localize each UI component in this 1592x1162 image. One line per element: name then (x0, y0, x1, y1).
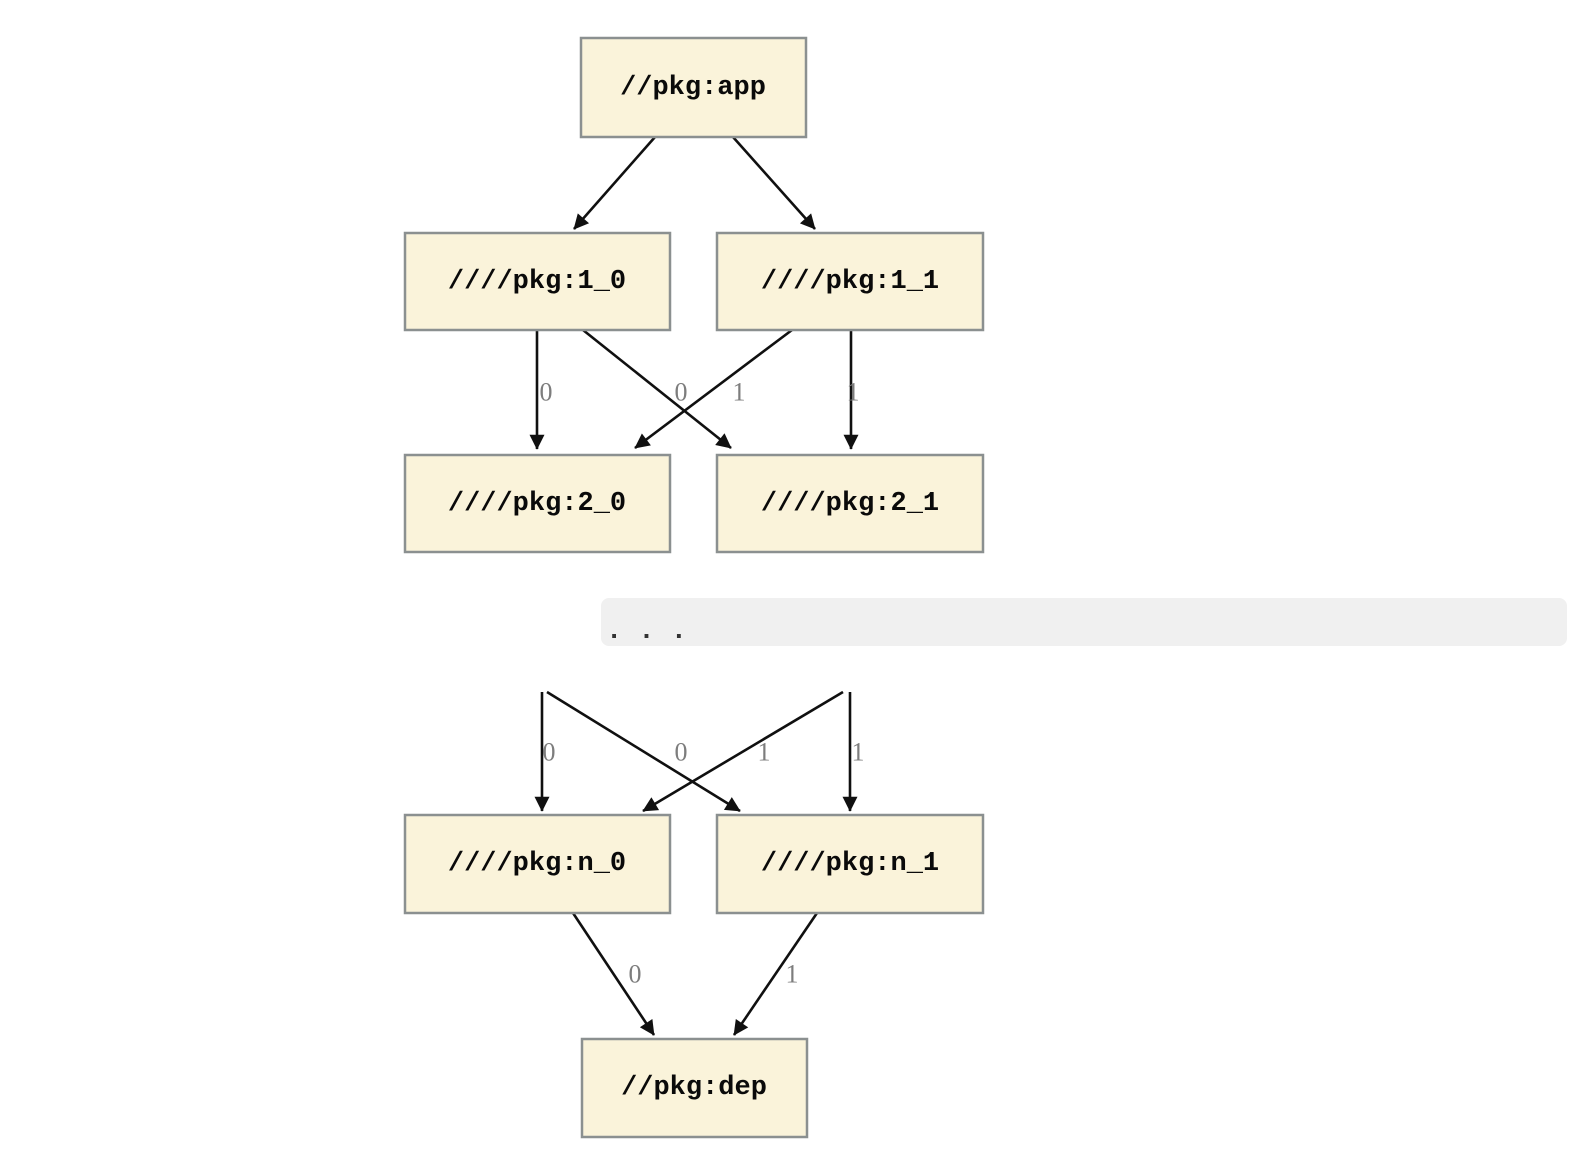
node-n_1-box (715, 813, 985, 915)
edge-label: 0 (543, 738, 556, 767)
edge-label: 1 (786, 960, 799, 989)
edge-label: 1 (758, 738, 771, 767)
node-dep-box (580, 1037, 809, 1139)
ellipsis-dots: . . . (606, 617, 687, 647)
edge-label: 0 (540, 378, 553, 407)
ellipsis-band: . . . (601, 598, 1567, 647)
edge-label: 0 (675, 738, 688, 767)
node-2_1-label: ////pkg:2_1 (761, 489, 939, 519)
edge-label: 1 (852, 738, 865, 767)
node-1_0-box (403, 231, 672, 332)
node-dep: //pkg:dep (580, 1037, 809, 1139)
node-dep-label: //pkg:dep (621, 1073, 767, 1103)
edge-app-to-1_1 (732, 136, 816, 230)
edge-app-to-1_0 (573, 136, 656, 230)
edge-1_0-to-2_1 (582, 328, 732, 450)
edge-elided-right-to-n_0 (642, 690, 844, 813)
ellipsis-band-background (601, 598, 1567, 646)
edge-elided-left-to-n_1 (546, 690, 741, 813)
edge-label: 1 (733, 378, 746, 407)
edge-n_1-to-dep (732, 912, 819, 1036)
edge-label-layer: 0 0 1 1 0 0 1 1 0 1 (540, 378, 865, 989)
node-1_0: ////pkg:1_0 (403, 231, 672, 332)
edge-1_1-to-2_0 (634, 328, 793, 450)
node-1_1: ////pkg:1_1 (715, 231, 985, 332)
node-2_0: ////pkg:2_0 (403, 453, 672, 554)
node-2_0-box (403, 453, 672, 554)
node-n_0: ////pkg:n_0 (403, 813, 672, 915)
node-1_0-label: ////pkg:1_0 (448, 267, 626, 297)
edge-n_0-to-dep (571, 912, 656, 1036)
node-n_1-label: ////pkg:n_1 (761, 849, 939, 879)
edge-label: 0 (629, 960, 642, 989)
node-2_1: ////pkg:2_1 (715, 453, 985, 554)
node-n_1: ////pkg:n_1 (715, 813, 985, 915)
edge-label: 0 (675, 378, 688, 407)
node-1_1-box (715, 231, 985, 332)
node-app-box (579, 36, 808, 139)
node-2_1-box (715, 453, 985, 554)
node-app: //pkg:app (579, 36, 808, 139)
node-n_0-label: ////pkg:n_0 (448, 849, 626, 879)
node-2_0-label: ////pkg:2_0 (448, 489, 626, 519)
node-1_1-label: ////pkg:1_1 (761, 267, 939, 297)
node-n_0-box (403, 813, 672, 915)
edge-layer (529, 136, 859, 1036)
node-app-label: //pkg:app (620, 73, 766, 103)
edge-label: 1 (847, 378, 860, 407)
